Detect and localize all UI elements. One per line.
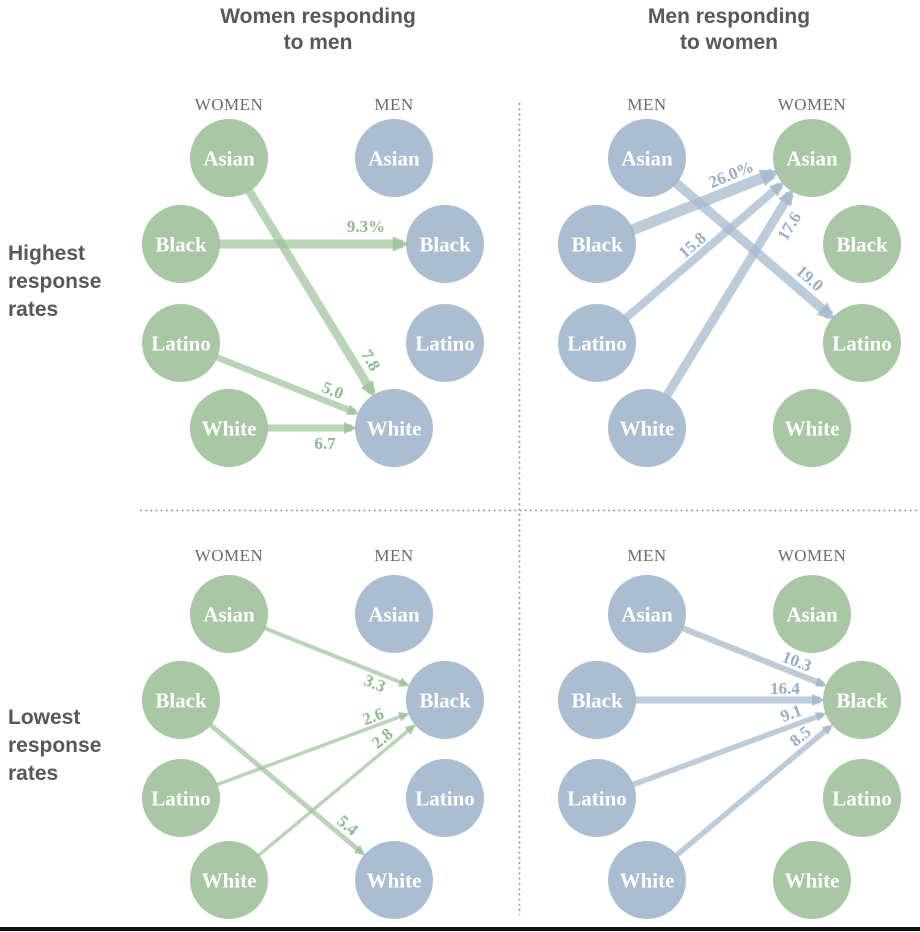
arrow-women-to-men-highest-asian-to-white	[244, 187, 376, 398]
node-label-latino: Latino	[832, 331, 892, 355]
node-men-to-women-lowest-women-white	[773, 841, 851, 919]
node-label-white: White	[620, 416, 675, 440]
node-women-to-men-highest-women-white	[190, 389, 268, 467]
column-header-women: WOMEN	[778, 95, 847, 114]
node-label-black: Black	[571, 232, 623, 256]
node-label-white: White	[620, 868, 675, 892]
node-men-to-women-lowest-men-white	[608, 841, 686, 919]
arrow-men-to-women-highest-white-to-asian	[662, 188, 794, 399]
node-women-to-men-highest-men-white	[355, 389, 433, 467]
node-label-white: White	[202, 868, 257, 892]
panel-title-women-responding: Women responding to men	[220, 5, 416, 54]
node-label-black: Black	[155, 232, 207, 256]
node-label-asian: Asian	[786, 602, 838, 626]
node-label-asian: Asian	[203, 146, 255, 170]
node-men-to-women-highest-men-white	[608, 389, 686, 467]
node-women-to-men-lowest-women-latino	[142, 759, 220, 837]
node-label-white: White	[367, 416, 422, 440]
arrow-men-to-women-lowest-asian-to-black	[680, 624, 828, 688]
column-header-men: MEN	[627, 546, 666, 565]
arrow-value-latino-to-asian: 15.8	[675, 228, 710, 262]
node-women-to-men-highest-men-asian	[355, 119, 433, 197]
node-women-to-men-lowest-men-black	[406, 661, 484, 739]
node-women-to-men-highest-men-latino	[406, 304, 484, 382]
node-label-black: Black	[419, 232, 471, 256]
arrow-women-to-men-lowest-latino-to-black	[215, 712, 410, 787]
column-header-men: MEN	[374, 95, 413, 114]
arrow-women-to-men-lowest-white-to-black	[256, 724, 417, 858]
node-men-to-women-highest-men-asian	[608, 119, 686, 197]
arrow-value-white-to-white: 6.7	[314, 434, 336, 453]
node-label-latino: Latino	[151, 331, 211, 355]
arrow-value-black-to-black: 9.3%	[347, 217, 385, 236]
column-header-women: WOMEN	[778, 546, 847, 565]
node-label-latino: Latino	[567, 331, 627, 355]
column-header-men: MEN	[374, 546, 413, 565]
node-women-to-men-highest-women-black	[142, 205, 220, 283]
node-women-to-men-highest-women-asian	[190, 119, 268, 197]
bottom-border-line	[0, 927, 920, 931]
node-men-to-women-lowest-men-latino	[558, 759, 636, 837]
node-men-to-women-lowest-women-latino	[823, 759, 901, 837]
node-men-to-women-lowest-women-asian	[773, 575, 851, 653]
arrow-men-to-women-lowest-white-to-black	[673, 724, 834, 859]
node-label-asian: Asian	[786, 146, 838, 170]
node-label-white: White	[785, 868, 840, 892]
arrow-value-black-to-black: 16.4	[770, 679, 800, 698]
node-men-to-women-lowest-women-black	[823, 661, 901, 739]
node-label-asian: Asian	[621, 146, 673, 170]
node-label-latino: Latino	[832, 786, 892, 810]
node-men-to-women-highest-men-latino	[558, 304, 636, 382]
node-label-white: White	[367, 868, 422, 892]
node-label-asian: Asian	[203, 602, 255, 626]
node-label-asian: Asian	[621, 602, 673, 626]
node-men-to-women-highest-men-black	[558, 205, 636, 283]
node-label-asian: Asian	[368, 146, 420, 170]
node-women-to-men-lowest-men-white	[355, 841, 433, 919]
node-label-asian: Asian	[368, 602, 420, 626]
node-men-to-women-highest-women-white	[773, 389, 851, 467]
node-label-white: White	[202, 416, 257, 440]
node-women-to-men-lowest-women-white	[190, 841, 268, 919]
node-label-black: Black	[419, 688, 471, 712]
column-header-women: WOMEN	[195, 546, 264, 565]
node-women-to-men-lowest-men-latino	[406, 759, 484, 837]
node-men-to-women-lowest-men-asian	[608, 575, 686, 653]
row-label-highest: Highest response rates	[8, 242, 102, 321]
node-label-black: Black	[571, 688, 623, 712]
node-women-to-men-lowest-men-asian	[355, 575, 433, 653]
node-label-white: White	[785, 416, 840, 440]
panel-title-men-responding: Men responding to women	[647, 5, 811, 54]
node-label-latino: Latino	[567, 786, 627, 810]
node-label-black: Black	[836, 688, 888, 712]
node-men-to-women-highest-women-black	[823, 205, 901, 283]
node-men-to-women-lowest-men-black	[558, 661, 636, 739]
node-women-to-men-highest-men-black	[406, 205, 484, 283]
arrow-men-to-women-lowest-latino-to-black	[630, 711, 827, 788]
arrow-women-to-men-lowest-asian-to-black	[262, 625, 411, 687]
node-women-to-men-lowest-women-black	[142, 661, 220, 739]
arrow-men-to-women-highest-latino-to-asian	[622, 181, 785, 322]
node-women-to-men-lowest-women-asian	[190, 575, 268, 653]
column-header-men: MEN	[627, 95, 666, 114]
column-header-women: WOMEN	[195, 95, 264, 114]
arrow-women-to-men-highest-latino-to-white	[214, 353, 360, 416]
node-label-black: Black	[155, 688, 207, 712]
node-label-latino: Latino	[415, 786, 475, 810]
arrow-women-to-men-lowest-black-to-white	[207, 721, 366, 856]
node-men-to-women-highest-women-latino	[823, 304, 901, 382]
arrow-men-to-women-highest-asian-to-latino	[671, 178, 836, 321]
node-label-latino: Latino	[151, 786, 211, 810]
node-label-black: Black	[836, 232, 888, 256]
node-men-to-women-highest-women-asian	[773, 119, 851, 197]
row-label-lowest: Lowest response rates	[8, 706, 102, 785]
node-women-to-men-highest-women-latino	[142, 304, 220, 382]
node-label-latino: Latino	[415, 331, 475, 355]
